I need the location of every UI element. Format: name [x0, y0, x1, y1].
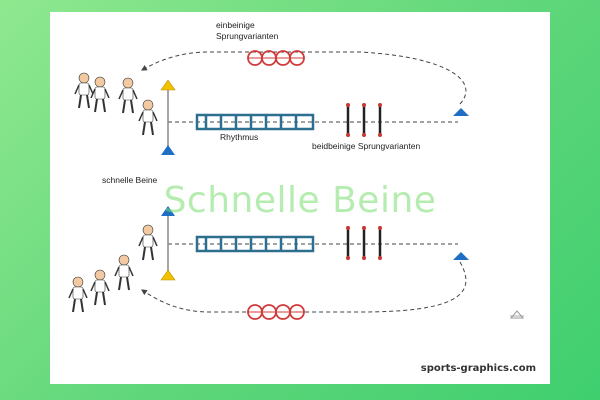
top-hoops: [247, 50, 305, 66]
bottom-return-arrow: [141, 261, 467, 313]
kid-bottom-runner: [138, 224, 158, 261]
top-cone-blue: [161, 145, 175, 155]
bottom-hurdle-3: [376, 224, 384, 262]
bottom-cone-blue: [161, 206, 175, 216]
top-hurdle-1: [344, 101, 352, 139]
label-beidbeinige: beidbeinige Sprungvarianten: [312, 141, 420, 151]
brand-label: sports-graphics.com: [420, 363, 536, 374]
label-rhythmus: Rhythmus: [220, 132, 258, 142]
top-hurdle-2: [360, 101, 368, 139]
cone-stack-icon: [509, 310, 525, 319]
kid-top-3: [118, 77, 138, 114]
drill-diagram: einbeinige Sprungvarianten Rhythmus beid…: [68, 20, 525, 320]
top-cone-yellow: [160, 79, 176, 91]
bottom-hurdle-2: [360, 224, 368, 262]
diagram-card: einbeinige Sprungvarianten Rhythmus beid…: [50, 12, 550, 384]
top-hurdle-3: [376, 101, 384, 139]
label-schnelle-beine: schnelle Beine: [102, 175, 158, 185]
bottom-cone-yellow: [160, 269, 176, 281]
top-turn-cone: [453, 108, 469, 116]
bottom-hurdle-1: [344, 224, 352, 262]
label-sprungvarianten: Sprungvarianten: [216, 31, 279, 41]
kid-bottom-2: [90, 269, 110, 306]
kid-top-1: [74, 72, 94, 109]
bottom-turn-cone: [453, 252, 469, 260]
label-einbeinige: einbeinige: [216, 20, 255, 30]
kid-top-runner: [138, 99, 158, 136]
top-return-arrow: [140, 51, 467, 105]
kid-top-2: [90, 76, 110, 113]
bottom-hoops: [247, 304, 305, 320]
kid-bottom-3: [68, 276, 88, 313]
kid-bottom-1: [114, 254, 134, 291]
